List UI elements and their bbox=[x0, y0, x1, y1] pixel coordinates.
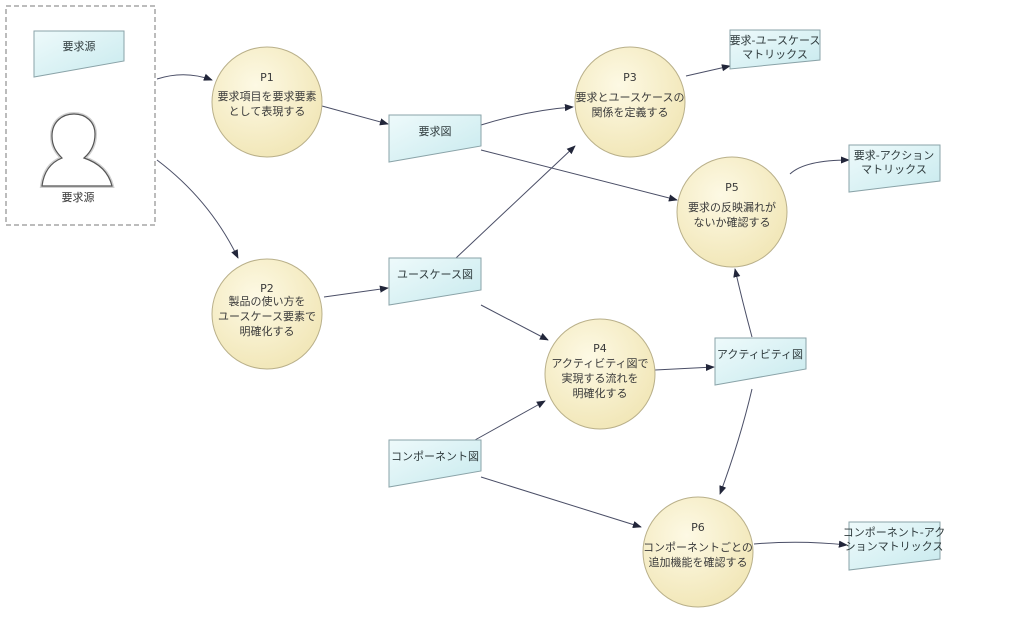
store-label: ユースケース図 bbox=[397, 268, 473, 281]
actor-icon bbox=[39, 111, 115, 188]
actor-label: 要求源 bbox=[62, 190, 95, 204]
requirement-source-group[interactable]: 要求源 要求源 bbox=[5, 5, 156, 226]
source-boundary bbox=[5, 5, 156, 226]
store-label: アクティビティ図 bbox=[717, 348, 803, 361]
store-activity-diagram[interactable]: アクティビティ図 bbox=[714, 337, 807, 386]
store-label-line-2: ションマトリックス bbox=[845, 540, 944, 553]
process-label-line-2: 追加機能を確認する bbox=[649, 555, 748, 569]
flow-usecase-diagram-to-p3 bbox=[455, 145, 576, 259]
flow-source-to-p1 bbox=[156, 73, 213, 81]
flow-p3-to-req-usecase-matrix bbox=[685, 64, 731, 77]
process-id: P3 bbox=[623, 71, 637, 84]
store-label-line-2: マトリックス bbox=[742, 48, 808, 61]
flow-component-diagram-to-p6 bbox=[480, 476, 642, 529]
flow-p1-to-req-diagram bbox=[321, 105, 389, 126]
store-label: 要求源 bbox=[63, 39, 96, 53]
process-label-line-1: 要求項目を要求要素 bbox=[218, 90, 317, 103]
process-label-line-1: コンポーネントごとの bbox=[643, 540, 753, 554]
process-p6[interactable]: P6 コンポーネントごとの 追加機能を確認する bbox=[642, 496, 754, 608]
process-label-line-2: ないか確認する bbox=[694, 215, 771, 229]
process-label-line-2: 実現する流れを bbox=[562, 371, 639, 385]
flow-p2-to-usecase-diagram bbox=[323, 285, 389, 298]
process-label-line-1: 製品の使い方を bbox=[229, 294, 306, 308]
process-label-line-1: アクティビティ図で bbox=[551, 357, 648, 370]
flow-p5-to-req-action-matrix bbox=[789, 156, 850, 175]
store-label-line-2: マトリックス bbox=[861, 163, 927, 176]
flow-p4-to-activity-diagram bbox=[654, 363, 715, 372]
flows bbox=[156, 64, 850, 548]
process-id: P6 bbox=[691, 521, 705, 534]
process-id: P4 bbox=[593, 342, 607, 355]
flow-usecase-diagram-to-p4 bbox=[480, 304, 549, 341]
process-p4[interactable]: P4 アクティビティ図で 実現する流れを 明確化する bbox=[544, 318, 656, 430]
flow-p6-to-component-action-matrix bbox=[753, 540, 848, 548]
flow-activity-diagram-to-p6 bbox=[719, 388, 753, 495]
store-label-line-1: 要求-ユースケース bbox=[730, 34, 821, 47]
process-label-line-1: 要求の反映漏れが bbox=[688, 200, 776, 214]
flow-component-diagram-to-p4 bbox=[474, 400, 546, 441]
store-usecase-diagram[interactable]: ユースケース図 bbox=[388, 257, 482, 306]
process-label-line-2: ユースケース要素で bbox=[218, 310, 316, 323]
process-label-line-3: 明確化する bbox=[240, 324, 295, 338]
process-p3[interactable]: P3 要求とユースケースの 関係を定義する bbox=[574, 46, 686, 158]
flow-source-to-p2 bbox=[156, 159, 239, 259]
flow-req-diagram-to-p5 bbox=[480, 149, 678, 202]
store-label: コンポーネント図 bbox=[391, 450, 479, 463]
flow-req-diagram-to-p3 bbox=[480, 103, 574, 126]
store-component-action-matrix[interactable]: コンポーネント-アク ションマトリックス bbox=[843, 521, 945, 571]
process-label-line-2: として表現する bbox=[229, 104, 306, 118]
store-label-line-1: 要求-アクション bbox=[854, 149, 934, 162]
process-id: P2 bbox=[260, 282, 274, 295]
store-requirement-source[interactable]: 要求源 bbox=[33, 30, 125, 78]
process-p5[interactable]: P5 要求の反映漏れが ないか確認する bbox=[676, 156, 788, 268]
store-req-action-matrix[interactable]: 要求-アクション マトリックス bbox=[848, 144, 941, 193]
store-req-usecase-matrix[interactable]: 要求-ユースケース マトリックス bbox=[729, 29, 821, 70]
flow-activity-diagram-to-p5 bbox=[733, 268, 753, 338]
process-id: P5 bbox=[725, 181, 739, 194]
process-label-line-2: 関係を定義する bbox=[592, 105, 669, 119]
store-requirement-diagram[interactable]: 要求図 bbox=[388, 114, 482, 163]
process-id: P1 bbox=[260, 71, 274, 84]
process-label-line-3: 明確化する bbox=[573, 386, 628, 400]
process-p1[interactable]: P1 要求項目を要求要素 として表現する bbox=[211, 46, 323, 158]
store-label-line-1: コンポーネント-アク bbox=[843, 526, 945, 539]
process-p2[interactable]: P2 製品の使い方を ユースケース要素で 明確化する bbox=[211, 258, 323, 370]
store-component-diagram[interactable]: コンポーネント図 bbox=[388, 439, 482, 488]
process-label-line-1: 要求とユースケースの bbox=[576, 91, 685, 104]
store-label: 要求図 bbox=[419, 125, 452, 138]
